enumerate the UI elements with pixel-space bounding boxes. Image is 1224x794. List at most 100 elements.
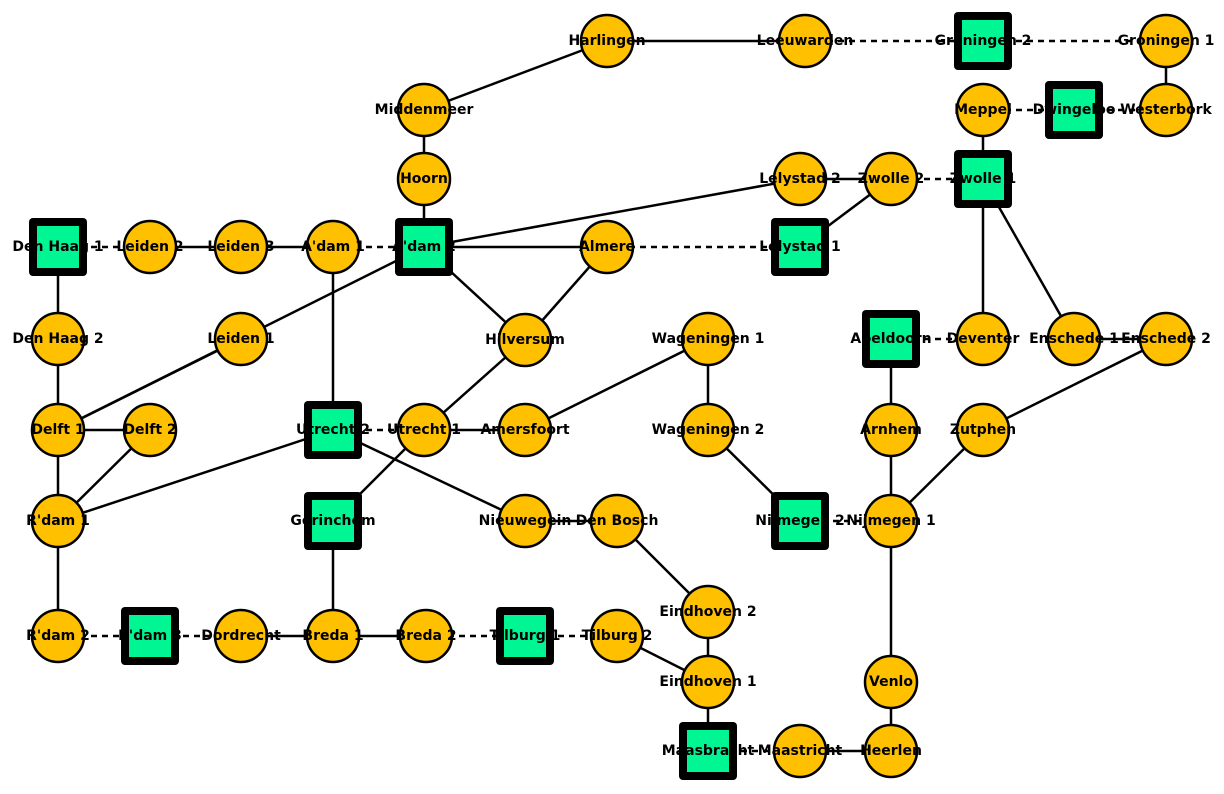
node-hoorn: Hoorn [396,151,452,207]
circle-node-shape [396,82,452,138]
circle-node-shape [863,654,919,710]
node-venlo: Venlo [863,654,919,710]
node-zutphen: Zutphen [950,402,1016,458]
node-label: Heerlen [860,743,922,759]
square-node-fill [779,500,821,542]
node-label: Zwolle 2 [858,171,924,187]
circle-node-shape [398,608,454,664]
circle-node-shape [589,493,645,549]
node-denbosch: Den Bosch [576,493,658,549]
square-node-fill [403,226,445,268]
node-label: Lelystad 1 [759,239,840,255]
circle-node-shape [497,493,553,549]
node-label: Meppel [954,102,1012,118]
node-tilburg1: Tilburg 1 [490,607,561,665]
node-nieuwegein: Nieuwegein [479,493,572,549]
node-label: Groningen 2 [935,33,1032,49]
circle-node-shape [122,219,178,275]
square-node-fill [37,226,79,268]
circle-node-shape [863,151,919,207]
edge-enschede2-zutphen [982,337,1167,432]
edge-harlingen-middenmeer [423,39,608,112]
square-node-fill [312,500,354,542]
node-label: Arnhem [860,422,922,438]
node-label: Enschede 2 [1121,331,1211,347]
circle-node-shape [396,151,452,207]
circle-node-shape [680,402,736,458]
node-denhaag2: Den Haag 2 [12,311,104,367]
node-label: Tilburg 1 [490,628,561,644]
circle-node-shape [305,608,361,664]
node-label: Leiden 3 [207,239,274,255]
node-deventer: Deventer [947,311,1019,367]
square-node-fill [687,730,729,772]
node-label: Maasbracht [662,743,755,759]
node-label: R'dam 3 [118,628,182,644]
node-label: Nijmegen 1 [846,513,936,529]
circle-node-shape [955,82,1011,138]
node-apeldoorn: Apeldoorn [850,310,932,368]
node-label: Eindhoven 2 [659,604,756,620]
node-label: Breda 1 [302,628,363,644]
node-label: Delft 1 [31,422,84,438]
node-almere: Almere [579,219,635,275]
circle-node-shape [213,608,269,664]
node-label: Westerbork [1120,102,1212,118]
edge-wageningen1-amersfoort [524,337,709,432]
node-label: Nieuwegein [479,513,572,529]
edge-leiden1-delft1 [57,337,242,432]
circle-node-shape [863,493,919,549]
circle-node-shape [122,402,178,458]
node-leeuwarden: Leeuwarden [757,13,854,69]
node-label: Groningen 1 [1118,33,1215,49]
node-dwingeloo: Dwingeloo [1033,81,1116,139]
node-meppel: Meppel [954,82,1012,138]
circle-node-shape [213,219,269,275]
node-label: Lelystad 2 [759,171,840,187]
node-breda2: Breda 2 [395,608,457,664]
circle-node-shape [863,723,919,779]
circle-node-shape [863,402,919,458]
node-delft1: Delft 1 [30,402,86,458]
node-label: Leeuwarden [757,33,854,49]
node-enschede2: Enschede 2 [1121,311,1211,367]
node-maasbracht: Maasbracht [662,722,755,780]
node-label: Eindhoven 1 [659,674,756,690]
node-label: A'dam 2 [392,239,456,255]
node-label: Delft 2 [123,422,176,438]
circle-node-shape [680,311,736,367]
circle-node-shape [30,311,86,367]
node-maastricht: Maastricht [758,723,843,779]
node-zwolle2: Zwolle 2 [858,151,924,207]
node-amersfoort: Amersfoort [480,402,570,458]
node-label: Den Haag 1 [12,239,103,255]
node-label: A'dam 1 [301,239,365,255]
circle-node-shape [579,13,635,69]
square-node-fill [1053,89,1095,131]
node-wageningen1: Wageningen 1 [652,311,764,367]
node-leiden3: Leiden 3 [207,219,275,275]
node-enschede1: Enschede 1 [1029,311,1119,367]
edge-adam2-lelystad2 [423,177,801,249]
circle-node-shape [1138,82,1194,138]
node-hilversum: Hilversum [485,312,565,368]
node-label: Wageningen 2 [652,422,765,438]
circle-node-shape [30,493,86,549]
node-label: Breda 2 [395,628,456,644]
node-label: Zwolle 1 [950,171,1016,187]
node-label: Enschede 1 [1029,331,1119,347]
edge-utrecht2-rdam1 [57,428,334,523]
node-label: Apeldoorn [850,331,931,347]
node-eindhoven1: Eindhoven 1 [659,654,757,710]
node-label: Almere [579,239,635,255]
node-delft2: Delft 2 [122,402,178,458]
node-gorinchem: Gorinchem [290,492,376,550]
node-label: Nijmegen 2 [755,513,845,529]
node-label: Middenmeer [375,102,474,118]
node-label: R'dam 1 [26,513,90,529]
node-label: Utrecht 1 [387,422,461,438]
node-lelystad2: Lelystad 2 [759,151,841,207]
circle-node-shape [30,608,86,664]
circle-node-shape [213,311,269,367]
